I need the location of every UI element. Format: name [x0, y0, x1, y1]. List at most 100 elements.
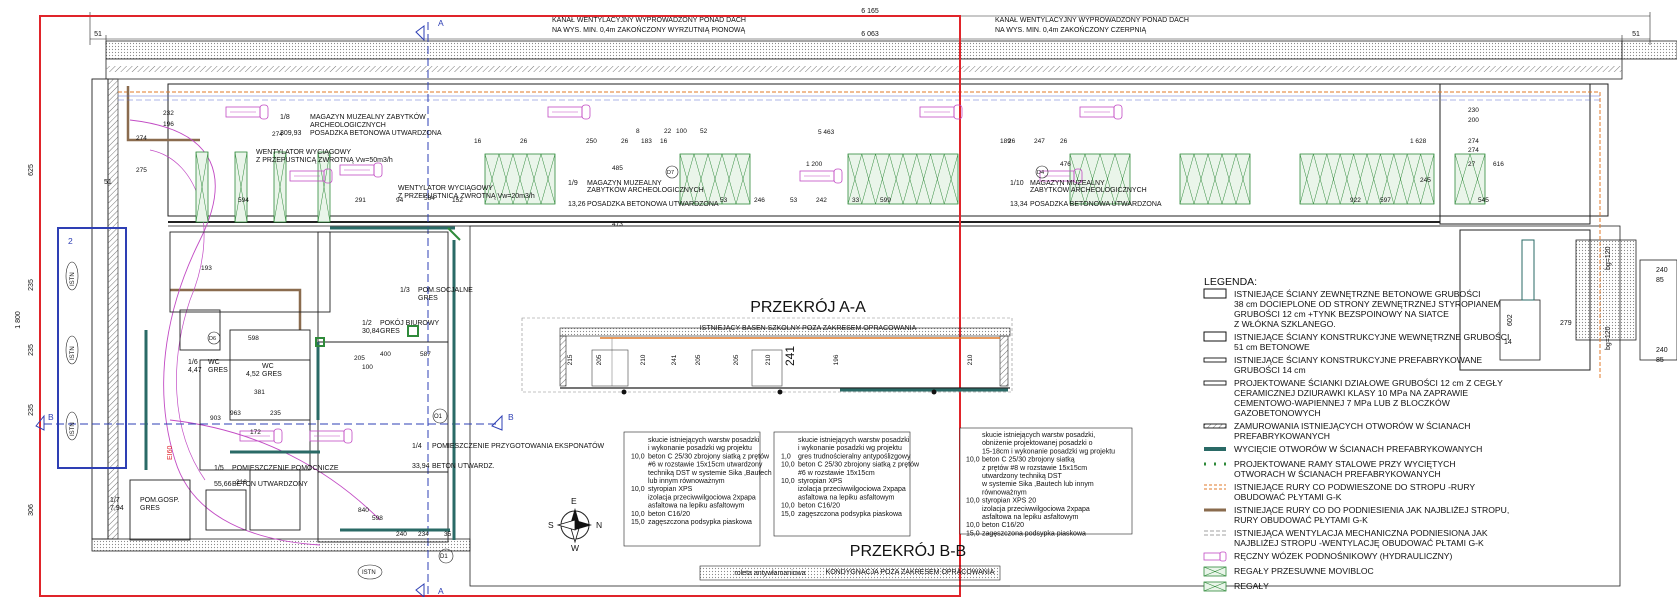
dimension-label: 235: [270, 410, 281, 417]
spec-line: skucie istniejących warstw posadzki: [798, 437, 910, 444]
legend-item-text: ISTNIEJĄCE RURY CO DO PODNIESIENIA JAK N…: [1234, 505, 1509, 515]
spec-box-3-text: skucie istniejących warstw posadzki,obni…: [966, 432, 1115, 537]
section-aa-note: ISTNIEJĄCY BASEN SZKOLNY POZA ZAKRESEM O…: [700, 325, 917, 332]
dimension-label: 35: [444, 531, 452, 538]
spec-line: 15-18cm i wykonanie posadzki wg projektu: [982, 448, 1115, 455]
dimension-label: 189: [1000, 138, 1011, 145]
dimension-label: 598: [372, 515, 383, 522]
right-wall-pieces: [1621, 40, 1677, 361]
dimension-label: 33: [852, 197, 860, 204]
dimension-label: 903: [210, 415, 221, 422]
dimension-label: 274: [1468, 147, 1479, 154]
dimension-label: 100: [676, 128, 687, 135]
legend-symbol-thin: [1203, 357, 1227, 363]
section-aa-title: PRZEKRÓJ A-A: [750, 297, 866, 316]
dimension-label: 584: [424, 195, 435, 202]
svg-text:4,47: 4,47: [188, 367, 202, 374]
svg-text:D6: D6: [209, 336, 216, 342]
legend-item-text: NAJBLIŻEJ STROPU -WENTYLACJĘ OBUDOWAĆ PŁ…: [1234, 538, 1484, 548]
svg-text:55,66: 55,66: [214, 481, 232, 488]
svg-text:33,94: 33,94: [412, 463, 430, 470]
svg-text:MAGAZYN MUZEALNY ZABYTKÓW: MAGAZYN MUZEALNY ZABYTKÓW: [310, 112, 426, 121]
svg-text:309,93: 309,93: [280, 130, 302, 137]
room-wc: WC 4,52 GRES: [246, 363, 282, 378]
dim-left-51: 51: [104, 179, 112, 186]
legend-item-text: WYCIĘCIE OTWORÓW W ŚCIANACH PREFABRYKOWA…: [1234, 443, 1482, 454]
section-bb-title: PRZEKRÓJ B-B: [850, 541, 966, 560]
legend-symbol-box: [1203, 288, 1227, 299]
spec-line: w systemie Sika ,Bautech lub innym: [981, 481, 1094, 488]
note-vent-right-1: KANAŁ WENTYLACYJNY WYPROWADZONY PONAD DA…: [995, 17, 1189, 24]
section-aa-dim: 241: [783, 346, 797, 366]
dimension-label: 594: [238, 197, 249, 204]
rack: [847, 153, 959, 205]
compass-n: E: [571, 496, 577, 506]
svg-text:1/8: 1/8: [280, 114, 290, 121]
svg-text:bg=120: bg=120: [1605, 326, 1612, 350]
legend-item-text: OTWORACH W ŚCIANACH PREFABRYKOWANYCH: [1234, 468, 1441, 479]
dim-left-235c: 235: [28, 404, 35, 416]
spec-line: beton C 25/30 zbrojony siatką: [982, 457, 1075, 464]
dimension-label: 291: [355, 197, 366, 204]
spec-value: 10,0: [631, 486, 645, 493]
legend-item-text: ISTNIEJĄCE RURY CO PODWIESZONE DO STROPU…: [1234, 482, 1475, 492]
section-marker-a-top: A: [438, 18, 444, 28]
spec-value: 10,0: [966, 498, 980, 505]
legend-title: LEGENDA:: [1204, 276, 1257, 288]
spec-line: lub innym równoważnym: [648, 478, 725, 485]
spec-value: 10,0: [781, 478, 795, 485]
dim-left-625: 625: [28, 164, 35, 176]
dimension-label: 246: [754, 197, 765, 204]
spec-line: styropian XPS: [648, 486, 693, 493]
note-vent-left-2: NA WYS. MIN. 0,4m ZAKOŃCZONY WYRZUTNIĄ P…: [552, 25, 745, 34]
outer-wall-top: [105, 40, 1623, 80]
spec-value: 1,0: [781, 453, 791, 460]
dimension-label: 232: [163, 110, 174, 117]
rack: [484, 153, 556, 205]
legend-item-text: ZAMUROWANIA ISTNIEJĄCYCH OTWORÓW W ŚCIAN…: [1234, 420, 1471, 431]
red-frame: [39, 15, 961, 597]
section-aa-dim: 210: [640, 354, 647, 365]
dim-left-small: 51: [94, 31, 102, 38]
legend-item-text: ISTNIEJĄCE ŚCIANY KONSTRUKCYJNE WEWNĘTRZ…: [1234, 331, 1509, 342]
grid-marker-2: 2: [68, 236, 73, 246]
svg-text:D4: D4: [1037, 170, 1044, 176]
room-1-7: 1/7 POM.GOSP. 7,94 GRES: [110, 497, 179, 512]
svg-text:13,26: 13,26: [568, 201, 586, 208]
rack: [234, 151, 248, 223]
legend-item-text: PREFABRYKOWANYCH: [1234, 431, 1330, 441]
dimension-label: 205: [354, 355, 365, 362]
svg-text:1/2: 1/2: [362, 320, 372, 327]
spec-line: beton C16/20: [648, 511, 690, 518]
spec-line: techniką DST w systemie Sika ,Bautech: [648, 470, 772, 477]
svg-text:240: 240: [1656, 347, 1668, 354]
svg-text:1/9: 1/9: [568, 180, 578, 187]
legend-symbol-xbox: [1203, 581, 1227, 592]
section-bb-roleta: roleta antywłamaniowa: [734, 570, 805, 577]
dimension-label: 8: [636, 128, 640, 135]
dimension-label: 152: [452, 197, 463, 204]
vent-1-line2: Z PRZEPUSTNICĄ ZWROTNĄ Vw=50m3/h: [256, 157, 393, 164]
spec-line: utwardzony techniką DST: [982, 473, 1062, 480]
dimension-label: 587: [420, 351, 431, 358]
legend-item-text: CERAMICZNEJ DZIURAWKI KLASY 10 MPa NA ZA…: [1234, 388, 1468, 398]
spec-line: asfaltowa na lepiku asfaltowym: [648, 503, 745, 510]
svg-text:O1: O1: [434, 414, 443, 420]
legend-symbol-teal: [1204, 447, 1226, 451]
cart-icon: [547, 104, 591, 120]
spec-line: i wykonanie posadzki wg projektu: [798, 445, 902, 452]
dimension-label: 922: [1350, 197, 1361, 204]
dimension-label: 400: [380, 351, 391, 358]
dimension-label: 26: [1008, 138, 1016, 145]
legend-symbol-xbox: [1203, 566, 1227, 577]
dimension-label: 200: [1468, 117, 1479, 124]
dimension-label: 247: [1034, 138, 1045, 145]
legend-items: ISTNIEJĄCE ŚCIANY ZEWNĘTRZNE BETONOWE GR…: [1234, 288, 1509, 591]
cart-icon: [1039, 168, 1083, 184]
section-aa-dim: 215: [567, 354, 574, 365]
dimension-label: 476: [1060, 161, 1071, 168]
spec-line: izolacja przeciwwilgociowa 2xpapa: [982, 506, 1090, 513]
storage-zone-outline: [167, 83, 1609, 217]
note-vent-right-2: NA WYS. MIN. 0,4m ZAKOŃCZONY CZERPNIĄ: [995, 25, 1147, 34]
